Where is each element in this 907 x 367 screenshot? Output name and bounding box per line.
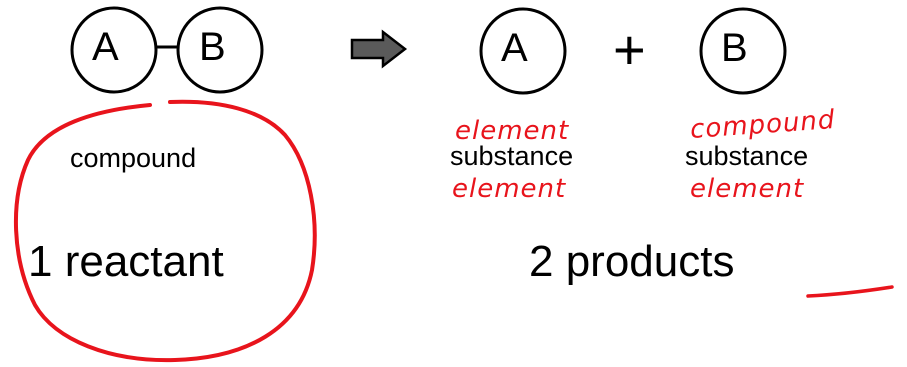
- reactant-atom-b-label: B: [199, 25, 226, 69]
- reactant-molecule: [70, 6, 264, 94]
- product-atom-b-circle: [699, 7, 787, 95]
- right-arrow-icon: [350, 29, 408, 69]
- reactant-count-label: 1 reactant: [28, 237, 224, 286]
- product-atom-a-label: A: [501, 26, 528, 70]
- product-a-substance-label: substance: [450, 141, 574, 171]
- reactant-type-label: compound: [70, 143, 197, 173]
- reactant-atom-a-circle: [70, 6, 158, 94]
- annotation-a-bottom: element: [452, 174, 567, 204]
- annotation-stroke: [806, 285, 894, 298]
- reactant-atom-b-circle: [176, 6, 264, 94]
- products-count-label: 2 products: [529, 237, 735, 286]
- product-atom-a-circle: [479, 7, 567, 95]
- annotation-circle: [13, 99, 317, 363]
- annotation-b-bottom: element: [690, 174, 805, 204]
- plus-sign: +: [613, 18, 646, 81]
- reactant-atom-a-label: A: [92, 25, 119, 69]
- annotation-a-top: element: [455, 116, 570, 146]
- product-b-substance-label: substance: [685, 141, 809, 171]
- product-atom-b-label: B: [721, 26, 748, 70]
